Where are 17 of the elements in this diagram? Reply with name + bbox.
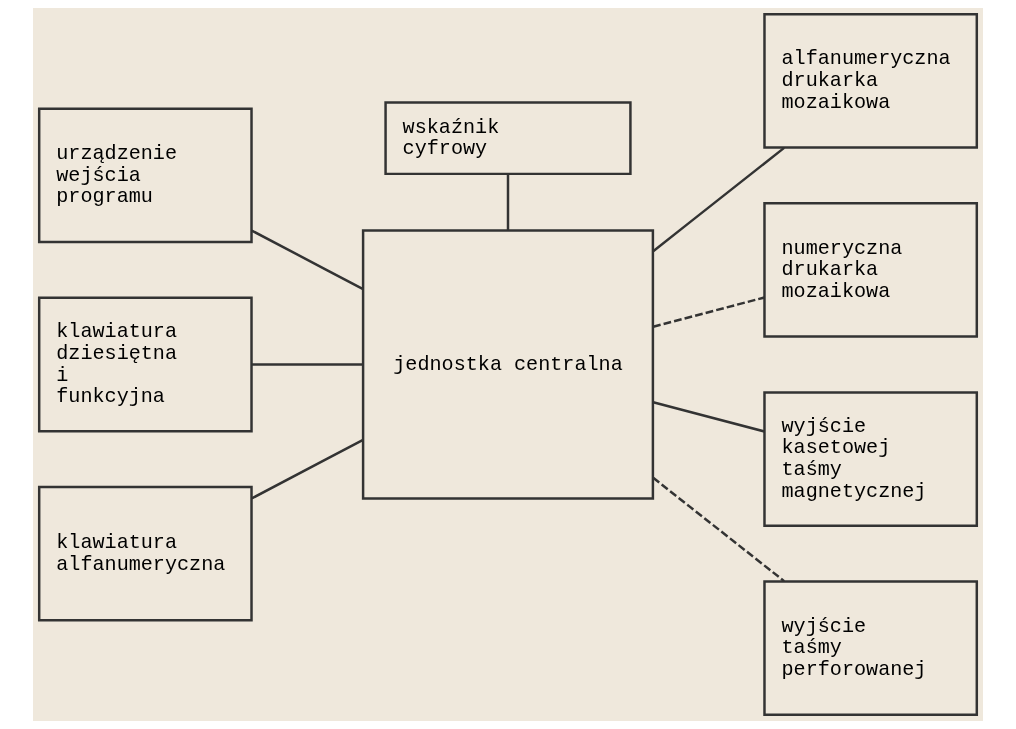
connector <box>506 174 510 231</box>
node-box: numeryczna drukarka mozaikowa <box>763 202 979 338</box>
connector <box>251 363 363 366</box>
node-box: wyjście taśmy perforowanej <box>763 580 979 716</box>
connector <box>251 229 364 290</box>
node-box: urządzenie wejścia programu <box>37 107 253 244</box>
node-box: jednostka centralna <box>361 229 655 500</box>
connector <box>652 296 765 328</box>
node-box: klawiatura dziesiętna i funkcyjna <box>37 296 253 433</box>
node-box: klawiatura alfanumeryczna <box>37 485 253 622</box>
node-box: wskaźnik cyfrowy <box>384 101 632 176</box>
connector <box>652 476 785 583</box>
node-box: wyjście kasetowej taśmy magnetycznej <box>763 391 979 527</box>
connector <box>251 439 364 500</box>
connector <box>652 146 785 253</box>
connector <box>652 401 765 433</box>
node-box: alfanumeryczna drukarka mozaikowa <box>763 13 979 149</box>
